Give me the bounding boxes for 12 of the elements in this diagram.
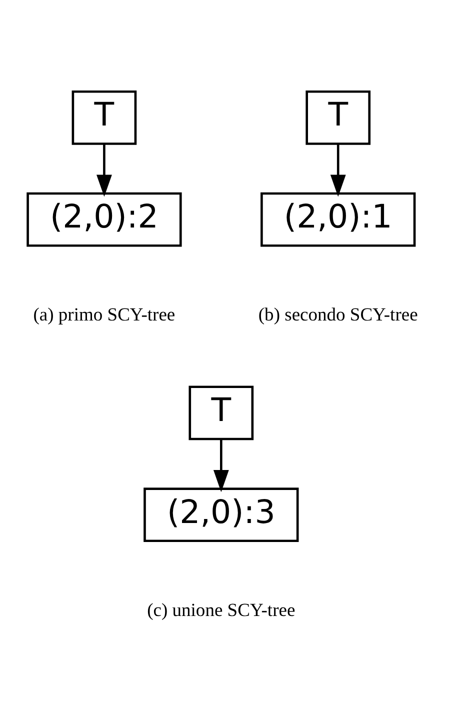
- label: (c) unione SCY-tree: [147, 600, 296, 621]
- node-box: T: [72, 90, 137, 145]
- node-box: (2,0):2: [26, 192, 182, 247]
- node-box: (2,0):1: [260, 192, 416, 247]
- node-box: T: [188, 386, 254, 440]
- arrow: [96, 144, 112, 197]
- arrow: [330, 144, 346, 197]
- arrow: [213, 439, 229, 492]
- label: (b) secondo SCY-tree: [258, 304, 418, 326]
- label: (a) primo SCY-tree: [33, 304, 176, 326]
- node-box: T: [306, 90, 371, 145]
- node-box: (2,0):3: [144, 488, 299, 542]
